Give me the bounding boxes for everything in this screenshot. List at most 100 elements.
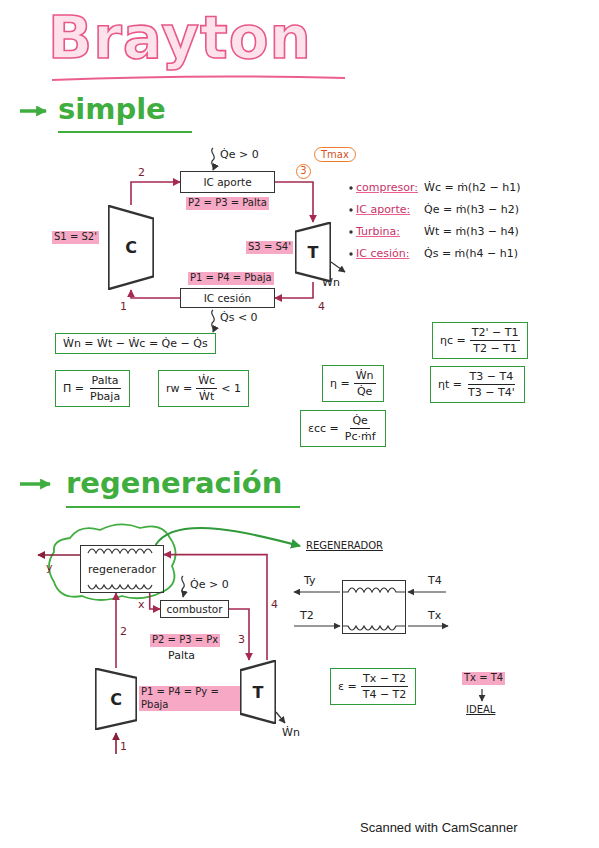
section-heading: regeneración bbox=[66, 466, 282, 501]
equation-lhs: η = bbox=[330, 377, 350, 390]
section-underline bbox=[66, 506, 300, 508]
component-name: Turbina: bbox=[356, 225, 400, 239]
equation-box: ηt =T3 − T4T3 − T4' bbox=[430, 366, 525, 403]
implies-arrow bbox=[481, 689, 482, 701]
bullet bbox=[349, 252, 352, 255]
machine-letter: T bbox=[308, 243, 319, 262]
node-text: regenerador bbox=[88, 563, 156, 576]
denominator: T2 − T1 bbox=[471, 341, 519, 355]
denominator: Ẇt bbox=[197, 389, 216, 403]
fraction: ẆnQ̇e bbox=[354, 369, 376, 398]
section-arrow bbox=[20, 109, 46, 113]
flow-arrow bbox=[294, 625, 340, 626]
heat-arrow bbox=[182, 576, 185, 597]
node-text: combustor bbox=[166, 603, 222, 615]
text-label: Ẇt = ṁ(h3 − h4) bbox=[424, 225, 519, 239]
flow-line bbox=[150, 593, 160, 609]
equation-lhs: ε = bbox=[338, 680, 357, 693]
pressure-note: P1 = P4 = Pbaja bbox=[188, 272, 274, 285]
point-number: 1 bbox=[120, 300, 127, 314]
section-arrow bbox=[20, 482, 50, 486]
equation-lhs: Π = bbox=[63, 382, 84, 395]
inlet-arrow bbox=[115, 733, 117, 754]
point-number: y bbox=[46, 561, 53, 575]
equation-box: Π = PaltaPbaja bbox=[55, 370, 130, 407]
component-name: compresor: bbox=[356, 181, 418, 195]
flow-line bbox=[229, 609, 249, 660]
work-arrow bbox=[331, 262, 345, 272]
text-label: Q̇e > 0 bbox=[220, 148, 259, 162]
component-name: IC cesión: bbox=[356, 247, 409, 261]
pressure-note: S3 = S4' bbox=[246, 241, 293, 254]
heat-exchanger-outline bbox=[342, 580, 406, 634]
text-label: Q̇e > 0 bbox=[190, 578, 229, 592]
fraction: PaltaPbaja bbox=[88, 374, 122, 403]
denominator: Q̇e bbox=[355, 384, 374, 398]
flow-line bbox=[131, 182, 180, 205]
fraction: Q̇ePc·ṁf bbox=[343, 414, 378, 443]
coil bbox=[342, 588, 406, 592]
denominator: Pbaja bbox=[88, 389, 122, 403]
point-number: 3 bbox=[238, 633, 245, 647]
process-box: IC cesión bbox=[180, 288, 275, 308]
text-label: Q̇s = ṁ(h4 − h1) bbox=[424, 247, 518, 261]
equation-box: ηc =T2' − T1T2 − T1 bbox=[432, 322, 528, 359]
callout-arrow bbox=[156, 528, 300, 546]
denominator: T4 − T2 bbox=[361, 687, 409, 701]
point-number: 2 bbox=[120, 625, 127, 639]
text-label: Palta bbox=[168, 649, 195, 663]
numerator: Q̇e bbox=[350, 414, 369, 429]
denominator: T3 − T4' bbox=[466, 385, 517, 399]
bullet bbox=[349, 208, 352, 211]
coil bbox=[88, 585, 152, 589]
equation-box: Ẇn = Ẇt − Ẇc = Q̇e − Q̇s bbox=[55, 333, 216, 354]
text-label: Q̇s < 0 bbox=[220, 311, 258, 325]
heat-arrow bbox=[212, 310, 215, 332]
node-text: Tmax bbox=[321, 149, 349, 160]
equation-lhs: ηt = bbox=[438, 378, 462, 391]
pressure-note: P2 = P3 = Px bbox=[150, 634, 220, 647]
machine-letter: C bbox=[110, 690, 122, 709]
flow-arrow bbox=[408, 591, 446, 592]
turbomachine-symbol: T bbox=[240, 660, 276, 724]
text-label: T2 bbox=[300, 609, 314, 623]
equation-lhs: ηc = bbox=[440, 334, 466, 347]
section-underline bbox=[58, 131, 192, 133]
heat-exchanger-detail: REGENERADOR bbox=[300, 538, 412, 638]
coil bbox=[88, 549, 152, 553]
component-name: IC aporte: bbox=[356, 203, 410, 217]
process-box: combustor bbox=[160, 600, 229, 618]
bullet bbox=[349, 230, 352, 233]
text-label: T4 bbox=[428, 574, 442, 588]
title-underline bbox=[52, 76, 345, 80]
equation-box: ε =Tx − T2T4 − T2 bbox=[330, 668, 416, 705]
turbomachine-outline bbox=[108, 206, 153, 289]
equation-suffix: < 1 bbox=[221, 382, 241, 395]
point-number: 4 bbox=[318, 300, 325, 314]
callout-bubble: Tmax bbox=[314, 147, 356, 162]
section-heading: simple bbox=[58, 92, 166, 127]
heat-arrow bbox=[212, 148, 215, 170]
equation-lhs: rw = bbox=[166, 382, 192, 395]
text-label: Ẇn bbox=[282, 726, 300, 740]
pressure-note: P1 = P4 = Py = Pbaja bbox=[139, 686, 241, 711]
node-text: Ẇn = Ẇt − Ẇc = Q̇e − Q̇s bbox=[63, 337, 208, 350]
flow-arrow bbox=[294, 591, 340, 592]
turbomachine-symbol: C bbox=[108, 205, 154, 290]
machine-letter: C bbox=[125, 238, 137, 257]
node-text: IC aporte bbox=[203, 176, 251, 188]
detail-heading: REGENERADOR bbox=[306, 540, 383, 551]
denominator: Pc·ṁf bbox=[343, 429, 378, 443]
highlight-cloud bbox=[49, 524, 176, 600]
machine-letter: T bbox=[253, 683, 264, 702]
pressure-note: Tx = T4 bbox=[462, 672, 505, 685]
text-label: Ty bbox=[304, 574, 316, 588]
flow-line bbox=[131, 290, 180, 298]
heat-exchanger-box: regenerador bbox=[80, 545, 164, 593]
numerator: Ẇn bbox=[354, 369, 376, 384]
pressure-note: S1 = S2' bbox=[52, 231, 99, 244]
pressure-note: P2 = P3 = Palta bbox=[186, 197, 269, 210]
equation-lhs: εcc = bbox=[308, 422, 339, 435]
turbomachine-symbol: C bbox=[95, 668, 137, 730]
